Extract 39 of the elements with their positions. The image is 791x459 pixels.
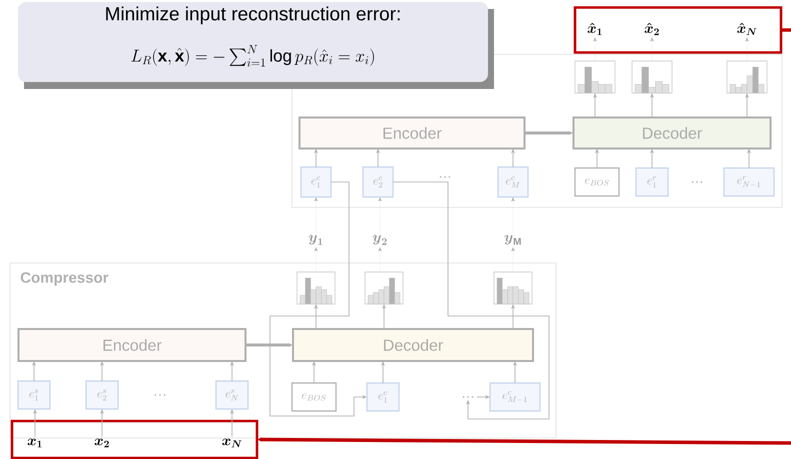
decoder-box: Decoder	[572, 116, 772, 150]
ellipsis-label: …	[692, 181, 702, 183]
highlight-box	[574, 6, 782, 54]
encoder-box: Encoder	[18, 328, 246, 362]
embedding-box: $e^{c}_{2}$	[362, 166, 394, 198]
variable-label: $\boldsymbol{\hat{x}}_{\boldsymbol{1}}$	[588, 22, 602, 36]
variable-label: $\boldsymbol{\hat{x}}_{\boldsymbol{N}}$	[737, 22, 756, 36]
variable-label: $\boldsymbol{x}_{\boldsymbol{N}}$	[222, 438, 242, 448]
highlight-box	[10, 420, 258, 459]
ellipsis-label: …	[440, 176, 450, 178]
embedding-box: $e^{r}_{N-1}$	[723, 167, 775, 197]
histogram-drawing	[726, 60, 768, 94]
histogram-drawing	[494, 272, 532, 304]
loss-box: Minimize input reconstruction error: $L_R(\mathbf{x}, \hat{\mathbf{x}}) = -\sum_{i=1}^{N} \log p_R(\hat{x}_i = x_i)$	[18, 2, 494, 89]
variable-label: $\boldsymbol{y}_{\mathbf{M}}$	[504, 235, 521, 245]
embedding-box: $e_{BOS}$	[291, 382, 337, 412]
variable-label: $\boldsymbol{\hat{x}}_{\boldsymbol{2}}$	[644, 22, 659, 36]
variable-label: $\boldsymbol{x}_{\boldsymbol{1}}$	[28, 438, 42, 448]
ellipsis-label: …	[462, 396, 474, 398]
embedding-box: $e^{c}_{M-1}$	[489, 382, 541, 412]
embedding-box: $e^{s}_{2}$	[85, 380, 119, 410]
histogram-drawing	[296, 272, 336, 304]
variable-label: $\boldsymbol{y}_{\boldsymbol{1}}$	[308, 235, 322, 245]
histogram-drawing	[364, 272, 404, 304]
embedding-box: $e^{c}_{1}$	[300, 166, 332, 198]
embedding-box: $e^{c}_{1}$	[366, 382, 400, 412]
histogram-drawing	[574, 60, 616, 94]
ellipsis-label: …	[154, 394, 166, 396]
embedding-box: $e^{r}_{1}$	[635, 167, 669, 197]
embedding-box: $e_{BOS}$	[574, 167, 620, 197]
embedding-box: $e^{s}_{1}$	[17, 380, 51, 410]
variable-label: $\boldsymbol{x}_{\boldsymbol{2}}$	[94, 438, 109, 448]
embedding-box: $e^{s}_{N}$	[215, 380, 249, 410]
decoder-box: Decoder	[292, 328, 534, 362]
histogram-drawing	[632, 60, 672, 94]
embedding-box: $e^{c}_{M}$	[497, 166, 529, 198]
encoder-box: Encoder	[298, 116, 526, 150]
arrow	[392, 182, 550, 420]
variable-label: $\boldsymbol{y}_{\boldsymbol{2}}$	[372, 235, 387, 245]
